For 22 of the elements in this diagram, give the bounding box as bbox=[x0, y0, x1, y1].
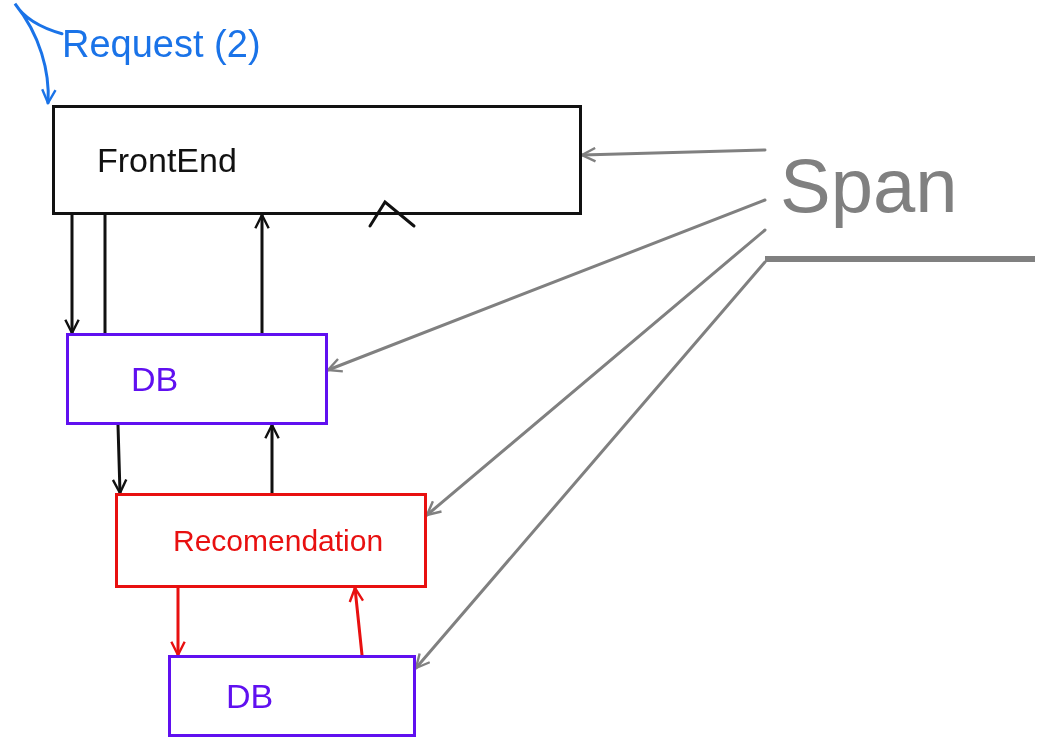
arrow bbox=[580, 146, 767, 163]
arrow bbox=[414, 260, 767, 670]
process-box bbox=[115, 493, 427, 588]
process-box bbox=[66, 333, 328, 425]
connector-line bbox=[103, 213, 107, 335]
arrow bbox=[326, 198, 767, 373]
arrow bbox=[425, 228, 767, 517]
node-label: DB bbox=[226, 676, 274, 716]
arrow bbox=[348, 586, 365, 657]
process-box bbox=[52, 105, 582, 215]
node-label: Recomendation bbox=[173, 523, 384, 558]
arrow bbox=[13, 2, 64, 105]
node-label: Span bbox=[780, 142, 958, 229]
arrow bbox=[254, 213, 270, 335]
arrow bbox=[64, 213, 80, 335]
process-box bbox=[168, 655, 416, 737]
node-label: FrontEnd bbox=[97, 140, 237, 180]
arrow bbox=[170, 586, 186, 657]
arrow bbox=[111, 423, 128, 495]
node-label: DB bbox=[131, 359, 179, 399]
node-label: Request (2) bbox=[62, 22, 261, 66]
arrow bbox=[264, 423, 280, 495]
